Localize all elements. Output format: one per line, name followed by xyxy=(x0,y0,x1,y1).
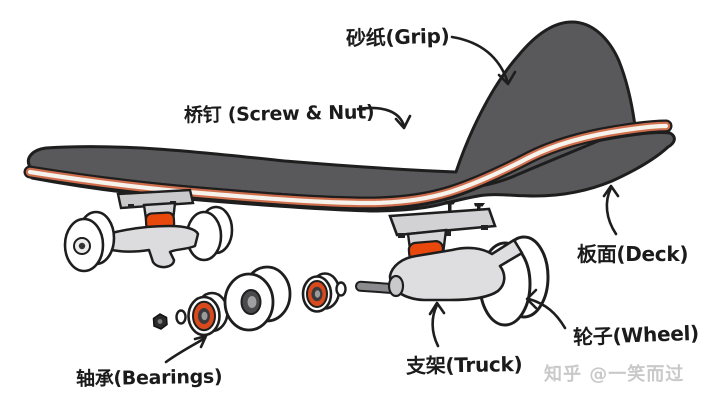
baseplate-nub xyxy=(398,233,405,238)
rear-baseplate xyxy=(388,207,497,237)
axle-tube-cap xyxy=(387,274,405,298)
washer xyxy=(335,281,347,297)
label-wheel: 轮子(Wheel) xyxy=(572,320,700,350)
rear-hanger xyxy=(388,238,524,302)
label-truck: 支架(Truck) xyxy=(405,351,523,379)
rear-truck xyxy=(355,201,550,327)
front-baseplate-bolt xyxy=(128,204,134,208)
deck-arrow xyxy=(602,184,620,236)
truck-arrow xyxy=(428,301,446,348)
bearing xyxy=(187,291,229,337)
bearings-arrow xyxy=(164,334,208,364)
baseplate-nub xyxy=(481,225,488,230)
axle-nut xyxy=(152,313,168,330)
front-wheel-far xyxy=(185,205,234,262)
front-hanger xyxy=(105,224,200,269)
watermark: 知乎 @一笑而过 xyxy=(544,364,685,385)
wheel-arrow xyxy=(525,288,567,330)
screw-arrow xyxy=(356,106,412,130)
label-grip: 砂纸(Grip) xyxy=(345,23,450,51)
annotation-arrows xyxy=(164,35,620,364)
exploded-parts xyxy=(152,265,347,337)
bearing xyxy=(301,272,341,313)
label-screw-nut: 桥钉 (Screw & Nut) xyxy=(183,101,375,127)
exploded-wheel xyxy=(223,265,292,332)
front-truck xyxy=(63,188,234,273)
baseplate-nub xyxy=(444,231,451,236)
label-deck: 板面(Deck) xyxy=(577,242,689,266)
label-bearings: 轴承(Bearings) xyxy=(75,365,223,391)
washer xyxy=(175,309,187,325)
front-wheel-near xyxy=(63,210,116,273)
grip-arrow xyxy=(450,35,517,86)
